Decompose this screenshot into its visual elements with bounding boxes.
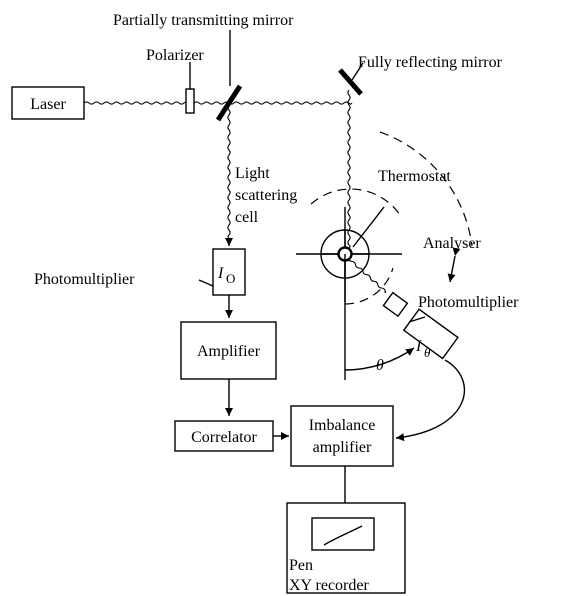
light-label: Light [235, 165, 270, 182]
pen-trace [323, 525, 363, 546]
i0-symbol: I [217, 265, 224, 282]
recorder-display [311, 517, 375, 551]
photomultiplier-left-leader [198, 279, 214, 287]
laser-beam [83, 101, 353, 105]
partial-mirror-label: Partially transmitting mirror [113, 12, 294, 29]
itheta-symbol: I [415, 338, 422, 355]
theta-label: θ [376, 357, 384, 374]
polarizer [185, 88, 195, 114]
full-mirror-leader [351, 62, 364, 81]
scattered-beam [347, 257, 387, 293]
correlator-label: Correlator [191, 429, 257, 446]
photomultiplier-right-leader [408, 316, 426, 323]
photomultiplier-left-label: Photomultiplier [34, 271, 135, 288]
reference-beam [227, 104, 231, 239]
polarizer-label: Polarizer [146, 47, 204, 64]
photomultiplier-right-label: Photomultiplier [418, 294, 519, 311]
fully-reflecting-mirror [338, 68, 363, 96]
outer-dashed-arc [379, 131, 473, 247]
analyser-label: Analyser [423, 235, 481, 252]
i0-subscript: O [226, 271, 235, 286]
scattering-label: scattering [235, 187, 297, 204]
amplifier-label: Amplifier [197, 343, 261, 360]
incident-beam [347, 89, 351, 249]
correlator-box [174, 420, 274, 452]
imbalance-label-2: amplifier [313, 439, 372, 456]
laser-label: Laser [30, 96, 66, 113]
itheta-subscript: θ [424, 345, 431, 360]
thermostat-leader [352, 206, 385, 248]
photomultiplier-right [382, 291, 459, 360]
partially-transmitting-mirror [215, 84, 243, 122]
thermostat-label: Thermostat [378, 168, 451, 185]
cell-label: cell [235, 209, 259, 226]
full-mirror-label: Fully reflecting mirror [358, 54, 503, 71]
analyser-rotation-arrow [447, 247, 461, 283]
arrow-pm-to-imbalance [395, 359, 466, 442]
laser-box: Laser [11, 86, 85, 120]
inner-dashed-arc [310, 188, 403, 219]
imbalance-amplifier-box [290, 405, 394, 467]
amplifier-box [180, 321, 277, 380]
xy-recorder-label: XY recorder [289, 577, 369, 594]
inner-dashed-arc-lower [344, 267, 394, 305]
pen-label: Pen [289, 557, 313, 574]
imbalance-label-1: Imbalance [309, 417, 376, 434]
theta-angle-arc [344, 347, 415, 371]
